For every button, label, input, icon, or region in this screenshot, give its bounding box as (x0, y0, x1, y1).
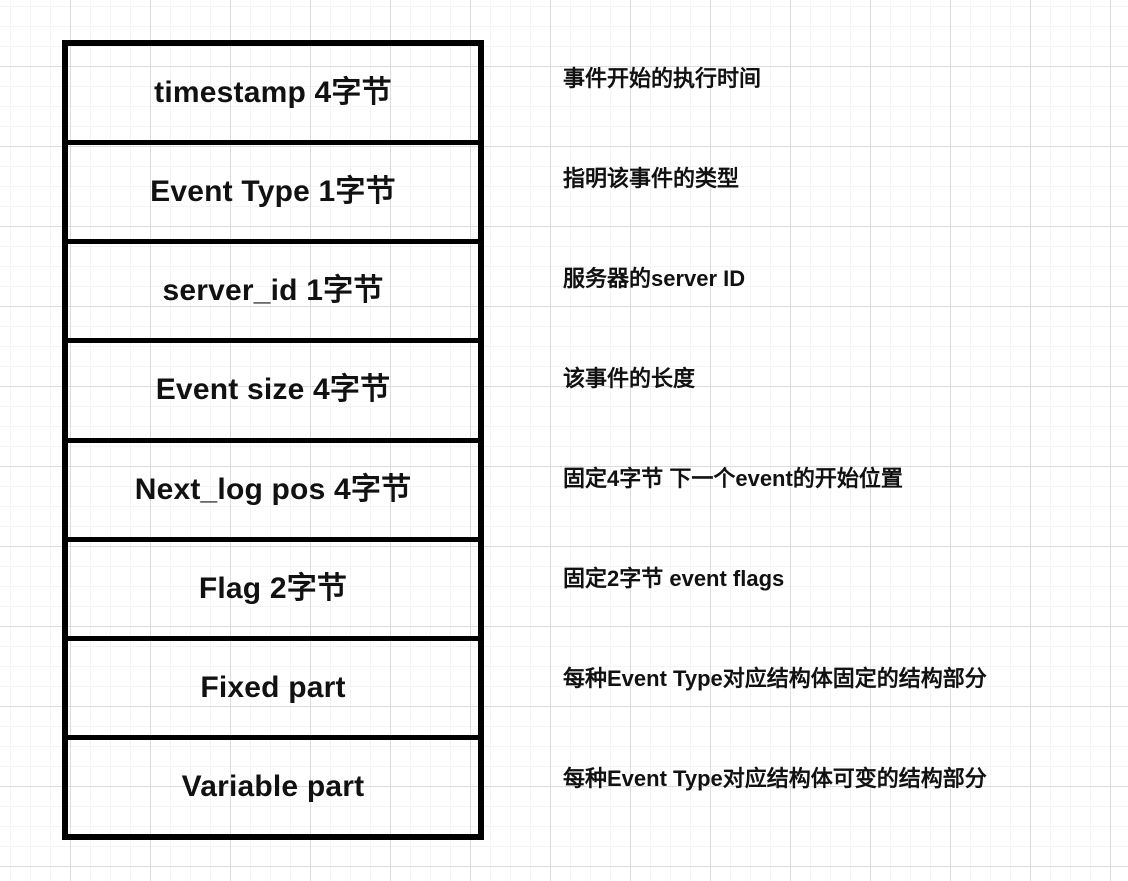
structure-row-label: timestamp 4字节 (154, 76, 392, 110)
structure-row-next-log-pos: Next_log pos 4字节 (68, 443, 478, 542)
annotation-text: 固定2字节 event flags (563, 565, 785, 591)
structure-row-event-size: Event size 4字节 (68, 343, 478, 443)
structure-row-label: Variable part (181, 769, 365, 803)
structure-row-label: Fixed part (200, 670, 346, 704)
structure-row-label: Flag 2字节 (198, 571, 348, 605)
annotation-row-event-type: 指明该事件的类型 (563, 140, 1108, 240)
annotation-row-next-log-pos: 固定4字节 下一个event的开始位置 (563, 440, 1108, 540)
annotation-row-fixed-part: 每种Event Type对应结构体固定的结构部分 (563, 640, 1108, 740)
annotation-text: 指明该事件的类型 (563, 165, 740, 191)
structure-row-label: Next_log pos 4字节 (134, 472, 412, 506)
annotation-text: 该事件的长度 (563, 365, 696, 391)
structure-row-timestamp: timestamp 4字节 (68, 46, 478, 146)
structure-row-variable-part: Variable part (68, 740, 478, 834)
structure-row-flag: Flag 2字节 (68, 542, 478, 641)
binlog-event-structure-table: timestamp 4字节 Event Type 1字节 server_id 1… (62, 40, 484, 840)
structure-row-label: Event Type 1字节 (150, 175, 396, 209)
annotation-text: 固定4字节 下一个event的开始位置 (563, 465, 903, 491)
annotation-text: 每种Event Type对应结构体固定的结构部分 (563, 665, 987, 691)
annotation-column: 事件开始的执行时间 指明该事件的类型 服务器的server ID 该事件的长度 … (563, 40, 1108, 840)
annotation-row-event-size: 该事件的长度 (563, 340, 1108, 440)
structure-row-fixed-part: Fixed part (68, 641, 478, 740)
annotation-text: 每种Event Type对应结构体可变的结构部分 (563, 765, 987, 791)
annotation-row-variable-part: 每种Event Type对应结构体可变的结构部分 (563, 740, 1108, 840)
structure-row-server-id: server_id 1字节 (68, 244, 478, 344)
annotation-row-timestamp: 事件开始的执行时间 (563, 40, 1108, 140)
annotation-row-server-id: 服务器的server ID (563, 240, 1108, 340)
annotation-text: 服务器的server ID (563, 265, 746, 291)
structure-row-label: server_id 1字节 (162, 274, 384, 308)
structure-row-label: Event size 4字节 (155, 373, 391, 407)
structure-row-event-type: Event Type 1字节 (68, 145, 478, 245)
annotation-row-flag: 固定2字节 event flags (563, 540, 1108, 640)
annotation-text: 事件开始的执行时间 (563, 65, 762, 91)
